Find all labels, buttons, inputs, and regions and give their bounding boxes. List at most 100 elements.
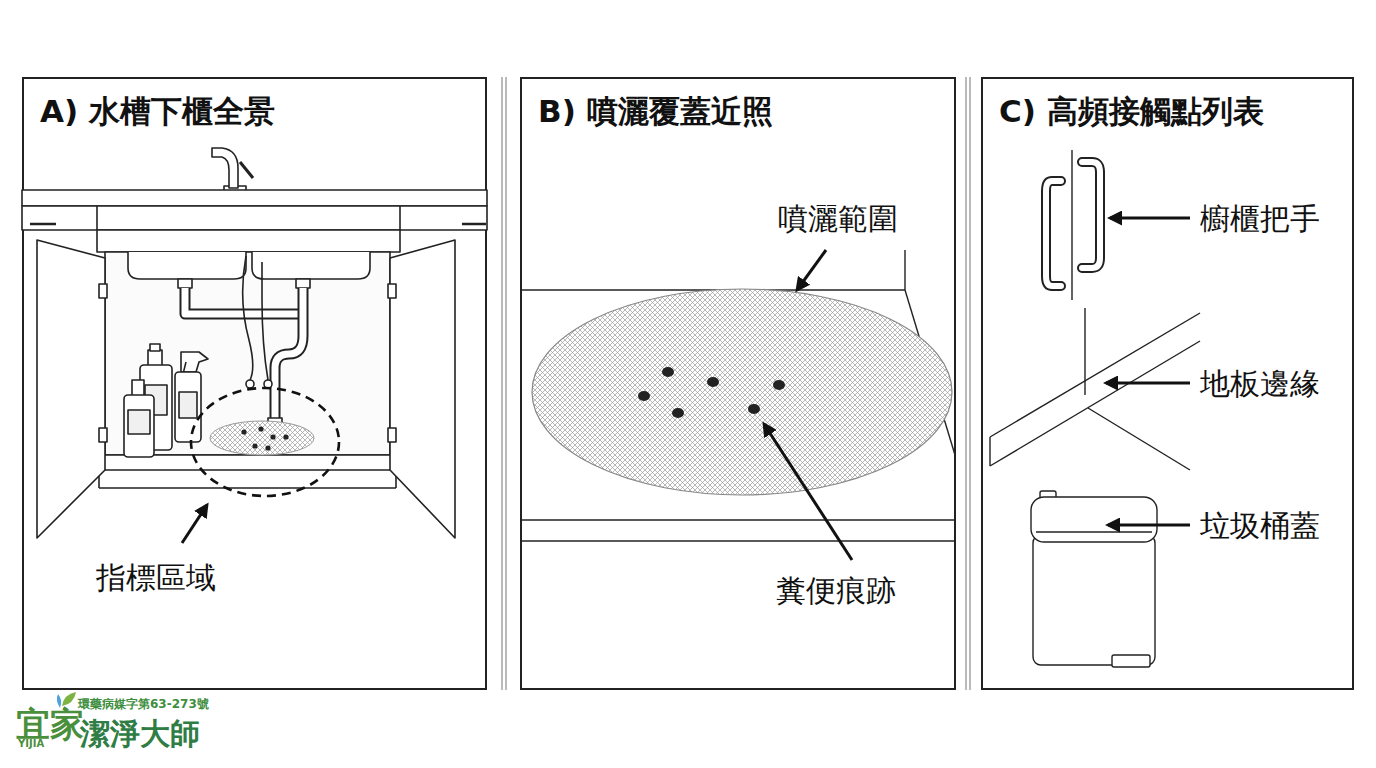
faucet	[212, 148, 253, 192]
cabinet-handle	[1046, 181, 1061, 286]
indicator-area	[210, 421, 314, 455]
touchpoint-illustration	[990, 150, 1200, 667]
feces-dot	[270, 434, 275, 439]
trash-can	[1031, 491, 1157, 667]
countertop	[97, 230, 400, 252]
cabinet-door	[388, 284, 396, 298]
floor-edge	[990, 341, 1200, 466]
floor-outline	[520, 540, 955, 541]
sink-basin	[178, 279, 192, 288]
cabinet-handle	[1082, 162, 1100, 268]
panel-separator	[502, 77, 503, 690]
callout-label: 垃圾桶蓋	[1200, 506, 1320, 547]
spray-area	[532, 289, 952, 495]
cabinet-door	[37, 240, 455, 538]
logo-latin: YIJIA	[18, 738, 44, 749]
supply-hose	[262, 262, 268, 380]
trash-can	[1112, 655, 1150, 667]
countertop	[22, 190, 487, 206]
supply-hose	[243, 256, 272, 388]
drain-pipe	[268, 418, 282, 426]
panel-heading: B) 噴灑覆蓋近照	[538, 91, 773, 133]
supply-hose	[246, 380, 254, 388]
cabinet-interior	[98, 470, 100, 488]
feces-dot	[707, 377, 719, 387]
leader-arrow	[182, 505, 207, 543]
feces-dot	[662, 367, 674, 377]
feces-dot	[241, 426, 288, 450]
floor-edge	[990, 313, 1200, 470]
leader-arrow	[1108, 524, 1190, 527]
cabinet-door	[388, 428, 396, 442]
drain-pipe	[185, 288, 300, 314]
cabinet-handle	[1046, 181, 1061, 286]
cleaning-bottle	[181, 352, 208, 372]
panel-separator	[502, 77, 970, 690]
license-number: 環藥病媒字第63-273號	[78, 696, 209, 713]
panel-separator	[506, 77, 507, 690]
floor-outline	[520, 519, 955, 520]
faucet	[240, 162, 253, 178]
cabinet-interior	[99, 487, 396, 489]
trash-can	[1031, 497, 1157, 542]
cleaning-bottle	[124, 395, 154, 457]
feces-dot	[638, 391, 650, 401]
drain-pipe	[275, 288, 303, 425]
floor-outline	[904, 250, 905, 290]
floor-edge	[989, 437, 990, 466]
countertop	[22, 190, 487, 252]
cleaning-bottle	[140, 365, 172, 450]
cabinet-interior	[395, 470, 397, 488]
cleaning-bottle	[132, 380, 144, 396]
countertop	[462, 223, 486, 226]
callout-label: 指標區域	[96, 558, 216, 599]
feces-dot	[258, 426, 263, 431]
feces-dot	[241, 429, 246, 434]
callout-label: 櫥櫃把手	[1200, 199, 1320, 240]
faucet	[224, 186, 246, 192]
leader-arrow	[797, 250, 826, 290]
feces-dot	[748, 404, 760, 414]
drain-pipe	[185, 288, 300, 314]
supply-hose	[243, 256, 253, 380]
countertop	[30, 223, 56, 226]
cleaning-bottle	[150, 344, 160, 351]
floor-outline	[520, 250, 955, 541]
callout-label: 噴灑範圍	[778, 199, 898, 240]
panel-separator	[966, 77, 967, 690]
cleaning-bottle	[145, 385, 167, 415]
cabinet-handle	[1082, 162, 1100, 268]
cabinet-door	[37, 240, 105, 538]
sink-basin	[128, 252, 370, 288]
cabinet-interior	[99, 455, 396, 470]
door-gap	[1071, 150, 1072, 300]
cleaning-bottle	[182, 362, 186, 378]
floor-edge	[990, 313, 1200, 437]
leader-arrow	[1110, 217, 1190, 220]
sink-basin	[296, 279, 310, 288]
leader-arrow	[764, 424, 852, 560]
callout-label: 地板邊緣	[1200, 364, 1320, 405]
cleaning-bottle	[179, 392, 197, 418]
indicator-area	[191, 388, 339, 496]
feces-dot	[773, 380, 785, 390]
panel-box: A) 水槽下櫃全景	[22, 77, 487, 690]
cabinet-interior	[105, 252, 390, 455]
cabinet-door	[99, 284, 107, 298]
feces-dot	[252, 443, 257, 448]
cabinet-interior	[99, 252, 396, 488]
supply-hose	[264, 380, 272, 388]
countertop	[399, 206, 401, 230]
cabinet-handle	[1046, 162, 1100, 286]
countertop	[22, 206, 487, 230]
trash-can	[1033, 535, 1155, 665]
trash-can	[1036, 531, 1152, 532]
sink-cabinet-illustration	[22, 148, 487, 543]
feces-dot	[283, 434, 288, 439]
faucet	[212, 148, 238, 188]
trash-can	[1040, 491, 1056, 500]
panel-heading: A) 水槽下櫃全景	[40, 91, 275, 133]
floor-outline	[520, 289, 905, 290]
drain-pipe	[185, 288, 303, 426]
callout-label: 糞便痕跡	[776, 571, 896, 612]
